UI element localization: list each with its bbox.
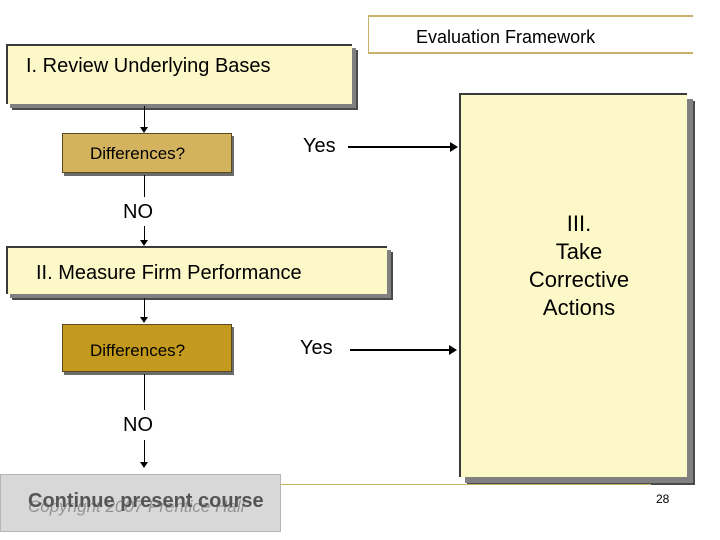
step-3-line-3: Corrective — [528, 267, 630, 292]
diagram-title: Evaluation Framework — [416, 27, 596, 47]
decision-2-label: Differences? — [90, 341, 186, 360]
connector-5 — [144, 374, 145, 410]
yes-2-arrow — [449, 345, 457, 355]
step-2-box — [6, 246, 387, 294]
step-3-box — [459, 93, 687, 477]
decision-1-box — [62, 133, 232, 173]
title-rule-top — [368, 15, 693, 17]
yes-2-connector — [350, 349, 450, 351]
decision-2-box — [62, 324, 232, 372]
arrow-4 — [140, 462, 148, 468]
continue-box — [0, 474, 281, 532]
arrow-2 — [140, 240, 148, 246]
connector-1 — [144, 106, 145, 128]
continue-label: Continue present course — [28, 490, 264, 512]
title-rule-bottom — [368, 52, 693, 54]
decision-1-label: Differences? — [90, 144, 186, 163]
yes-1-arrow — [450, 142, 458, 152]
step-3-line-2: Take — [555, 239, 603, 264]
step-2-label: II. Measure Firm Performance — [36, 262, 302, 284]
step-3-label: III. Take Corrective Actions — [459, 210, 699, 322]
connector-6 — [144, 440, 145, 464]
yes-1-connector — [348, 146, 451, 148]
yes-2-label: Yes — [300, 337, 333, 359]
page-number: 28 — [656, 492, 670, 506]
step-3-line-1: III. — [566, 211, 592, 236]
arrow-3 — [140, 317, 148, 323]
no-1-label: NO — [123, 201, 153, 223]
step-3-line-4: Actions — [542, 295, 616, 320]
arrow-1 — [140, 127, 148, 133]
yes-1-label: Yes — [303, 135, 336, 157]
step-1-box — [6, 44, 352, 104]
footer-rule — [281, 484, 651, 485]
step-1-label: I. Review Underlying Bases — [26, 55, 271, 77]
connector-3 — [144, 226, 145, 242]
no-2-label: NO — [123, 414, 153, 436]
title-rule-vertical — [368, 15, 369, 53]
connector-2 — [144, 175, 145, 197]
copyright-text: Copyright 2007 Prentice Hall — [28, 497, 245, 516]
connector-4 — [144, 298, 145, 318]
